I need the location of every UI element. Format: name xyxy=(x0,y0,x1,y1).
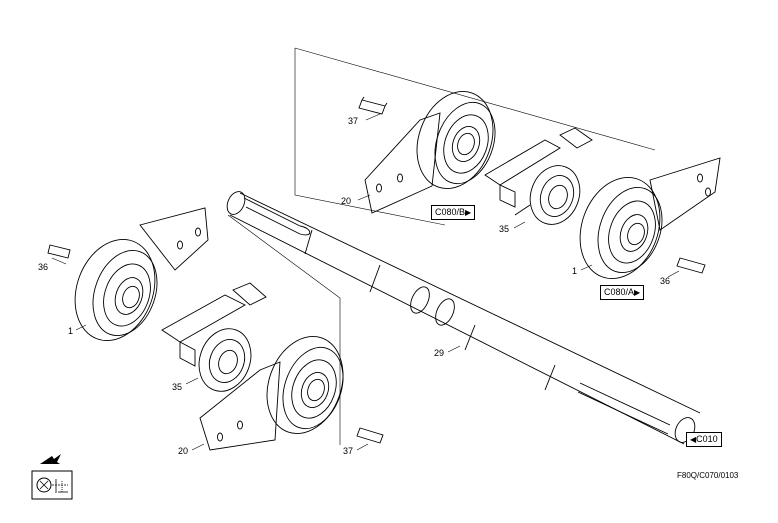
lower-key-37 xyxy=(356,427,384,444)
callout-36-left: 36 xyxy=(38,262,49,272)
ref-c010-link[interactable]: ◀C010 xyxy=(686,432,722,447)
callout-37-top: 37 xyxy=(348,116,359,126)
machine-legend-icon xyxy=(31,454,73,500)
upper-pillow-block-35 xyxy=(484,127,593,225)
drawing-code: F80Q/C070/0103 xyxy=(677,471,739,480)
upper-assembly-panel-outline xyxy=(294,47,656,226)
callout-1-left: 1 xyxy=(68,326,74,336)
arrow-right-icon: ▶ xyxy=(634,288,641,297)
callout-20-top: 20 xyxy=(341,196,352,206)
callout-1-right: 1 xyxy=(572,266,578,276)
callout-35-top: 35 xyxy=(499,224,510,234)
left-flange-bearing xyxy=(74,207,209,342)
callout-37-bottom: 37 xyxy=(343,446,354,456)
shaft-29 xyxy=(226,191,701,445)
ref-c080b-link[interactable]: C080/B▶ xyxy=(431,205,476,220)
ref-c010-label: C010 xyxy=(696,434,718,444)
arrow-right-icon: ▶ xyxy=(465,208,472,217)
lower-assembly-panel-outline xyxy=(227,214,341,445)
arrow-left-icon: ◀ xyxy=(690,435,697,444)
callout-29: 29 xyxy=(434,348,445,358)
upper-flange-bearing xyxy=(364,90,496,214)
lower-pillow-block-35 xyxy=(161,282,267,392)
lower-flange-bearing xyxy=(199,335,344,451)
leader-lines xyxy=(51,113,680,451)
right-flange-bearing xyxy=(579,157,721,280)
ref-c080b-label: C080/B xyxy=(435,207,466,217)
left-key-36 xyxy=(47,244,71,259)
ref-c080a-label: C080/A xyxy=(604,287,635,297)
callout-35-bottom: 35 xyxy=(172,382,183,392)
upper-key-37 xyxy=(358,96,388,115)
exploded-view-arrow-icon xyxy=(40,454,61,464)
callout-36-right: 36 xyxy=(660,276,671,286)
ref-c080a-link[interactable]: C080/A▶ xyxy=(600,285,645,300)
callout-20-bottom: 20 xyxy=(178,446,189,456)
right-key-36 xyxy=(676,257,706,274)
